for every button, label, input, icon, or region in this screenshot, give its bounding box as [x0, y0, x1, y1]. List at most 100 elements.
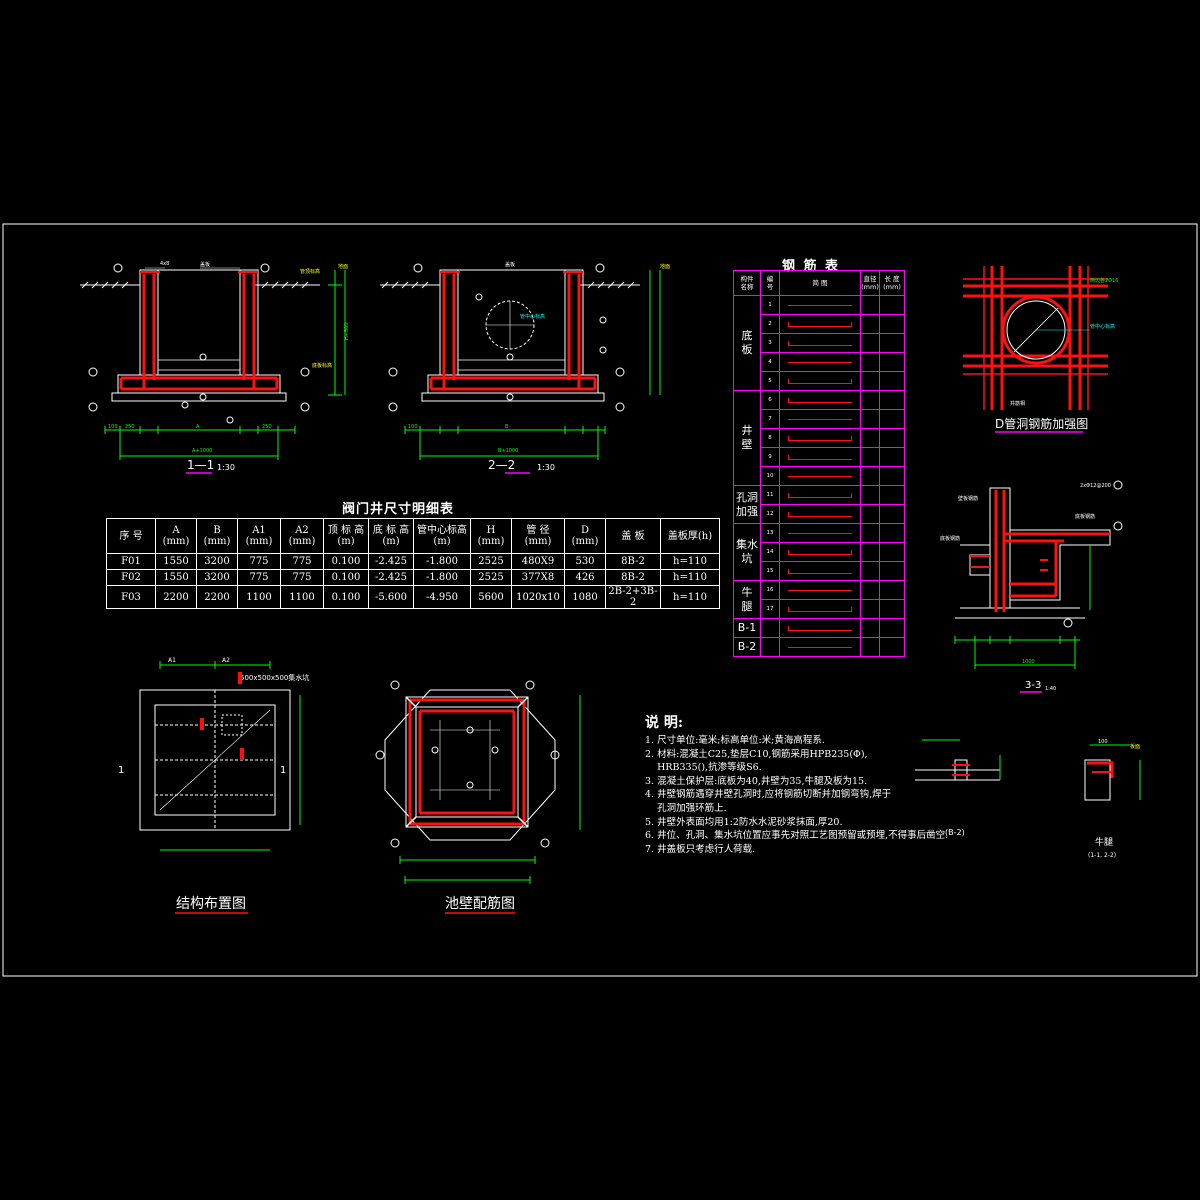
rebar-number: 14 [760, 542, 780, 562]
valve-cell: -2.425 [368, 569, 414, 586]
rebar-diameter [860, 637, 880, 657]
rebar-sketch [779, 352, 861, 372]
svg-text:A: A [196, 424, 200, 430]
rebar-sketch [779, 542, 861, 562]
valve-table-title: 阀门井尺寸明细表 [342, 502, 455, 517]
rebar-sketch [779, 314, 861, 334]
rebar-table-row: 3 [734, 333, 905, 353]
svg-text:板面: 板面 [1130, 743, 1140, 750]
valve-cell: 775 [280, 569, 324, 586]
section-3-3-title: 3-3 [1025, 680, 1041, 691]
rebar-number: 16 [760, 580, 780, 600]
valve-cell: 480X9 [511, 553, 565, 570]
rebar-diameter [860, 352, 880, 372]
rebar-sketch [779, 599, 861, 619]
valve-cell: 1100 [237, 585, 281, 609]
valve-cell: 775 [237, 569, 281, 586]
valve-header-cell: 序 号 [106, 518, 156, 554]
rebar-group-name: B-1 [733, 618, 761, 638]
note-item: 3. 混凝土保护层:底板为40,井壁为35,牛腿及板为15. [645, 775, 868, 787]
rebar-sketch [779, 371, 861, 391]
rebar-sketch [779, 504, 861, 524]
valve-cell: 1020x10 [511, 585, 565, 609]
valve-cell: -2.425 [368, 553, 414, 570]
sump-label: 500x500x500集水坑 [240, 673, 309, 682]
rebar-sketch [779, 295, 861, 315]
rebar-sketch [779, 466, 861, 486]
svg-text:2xΦ12@200: 2xΦ12@200 [1080, 483, 1111, 489]
rebar-length [879, 447, 905, 467]
valve-cell: -5.600 [368, 585, 414, 609]
valve-cell: 8B-2 [605, 569, 661, 586]
svg-text:壁板钢筋: 壁板钢筋 [958, 495, 978, 502]
rebar-number: 10 [760, 466, 780, 486]
rebar-length [879, 523, 905, 543]
rebar-table-row: 14 [734, 542, 905, 562]
valve-header-cell: 盖板厚(h) [660, 518, 720, 554]
valve-header-cell: 管中心标高 (m) [413, 518, 471, 554]
svg-text:100: 100 [1098, 739, 1108, 745]
rebar-diameter [860, 542, 880, 562]
svg-text:4x8: 4x8 [160, 261, 169, 267]
detail-b2: (B-2) [915, 739, 1001, 837]
rebar-shape [788, 511, 852, 517]
valve-cell: -4.950 [413, 585, 471, 609]
rebar-group-name: 井 壁 [733, 390, 761, 486]
valve-header-cell: B (mm) [196, 518, 238, 554]
rebar-number: 7 [760, 409, 780, 429]
svg-text:100: 100 [408, 424, 418, 430]
wall-rebar-title: 池壁配筋图 [445, 895, 515, 912]
valve-cell: 1550 [155, 553, 197, 570]
section-2-2-title: 2—2 [488, 458, 515, 472]
rebar-diameter [860, 447, 880, 467]
rebar-diameter [860, 599, 880, 619]
rebar-shape [788, 435, 852, 441]
rebar-sketch [779, 580, 861, 600]
rebar-shape [788, 418, 852, 420]
note-item: 2. 材料:混凝土C25,垫层C10,钢筋采用HPB235(Φ), [645, 748, 868, 760]
corbel-detail: 100 板面 牛腿 (1-1, 2-2) [1084, 739, 1141, 859]
svg-text:250: 250 [262, 424, 272, 430]
note-item: 1. 尺寸单位:毫米;标高单位:米;黄海高程系. [645, 735, 825, 746]
rebar-length [879, 542, 905, 562]
svg-text:H+500: H+500 [344, 323, 350, 341]
section-1-1-title: 1—1 [187, 458, 214, 472]
rebar-sketch [779, 409, 861, 429]
wall-rebar-plan: 池壁配筋图 [375, 680, 581, 914]
rebar-number [760, 618, 780, 638]
rebar-shape [788, 589, 852, 591]
rebar-sketch [779, 447, 861, 467]
svg-text:A+1000: A+1000 [192, 448, 212, 454]
valve-cell: 2200 [155, 585, 197, 609]
rebar-length [879, 409, 905, 429]
notes-list: 1. 尺寸单位:毫米;标高单位:米;黄海高程系. 2. 材料:混凝土C25,垫层C… [645, 734, 1035, 856]
rebar-diameter [860, 580, 880, 600]
valve-cell: 1550 [155, 569, 197, 586]
rebar-diameter [860, 523, 880, 543]
valve-cell: 3200 [196, 553, 238, 570]
rebar-sketch [779, 333, 861, 353]
valve-header-cell: 盖 板 [605, 518, 661, 554]
rebar-length [879, 580, 905, 600]
rebar-diameter [860, 371, 880, 391]
rebar-length [879, 371, 905, 391]
rebar-diameter [860, 409, 880, 429]
rebar-group-name: 牛 腿 [733, 580, 761, 619]
notes-heading: 说 明: [645, 715, 684, 731]
rebar-length [879, 428, 905, 448]
rebar-number: 8 [760, 428, 780, 448]
svg-text:盖板: 盖板 [505, 261, 515, 268]
note-item: HRB335(),抗渗等级S6. [645, 762, 762, 774]
valve-cell: 377X8 [511, 569, 565, 586]
rebar-shape [788, 378, 852, 384]
valve-cell: -1.800 [413, 553, 471, 570]
rebar-number: 11 [760, 485, 780, 505]
